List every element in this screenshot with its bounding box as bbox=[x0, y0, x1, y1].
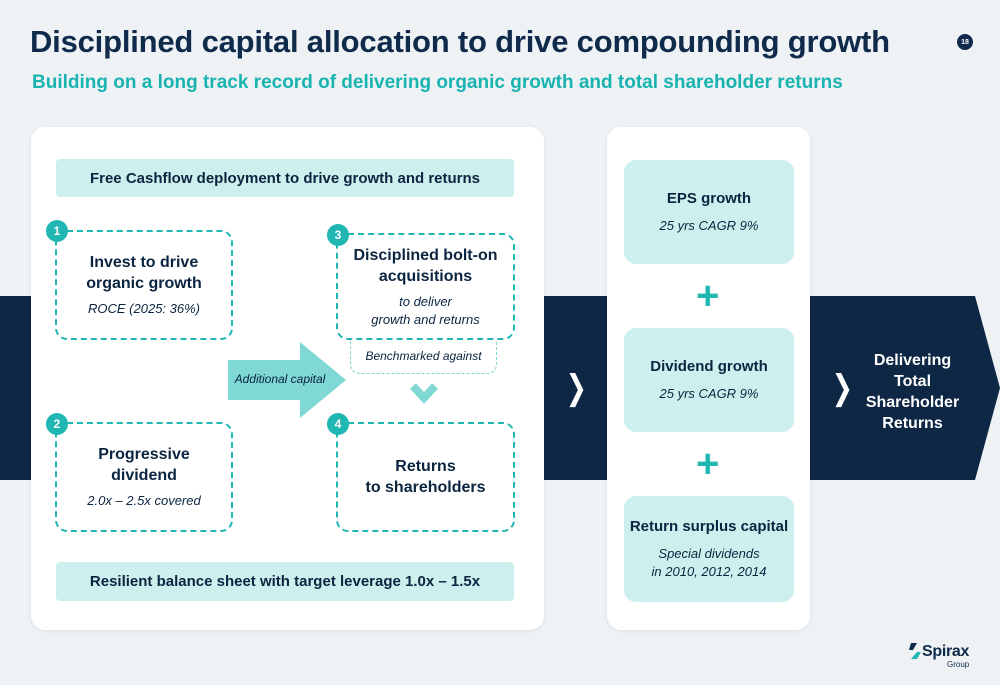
logo-wordmark: Spirax bbox=[922, 643, 970, 660]
step-number-badge: 4 bbox=[327, 413, 349, 435]
step-number-badge: 3 bbox=[327, 224, 349, 246]
return-surplus-capital-card: Return surplus capital Special dividends… bbox=[624, 496, 794, 602]
chevron-right-icon: ❯ bbox=[565, 369, 587, 407]
spirax-mark-icon bbox=[909, 643, 921, 659]
eps-growth-card: EPS growth 25 yrs CAGR 9% bbox=[624, 160, 794, 264]
returns-to-shareholders-box: Returns to shareholders bbox=[336, 422, 515, 532]
dividend-growth-card: Dividend growth 25 yrs CAGR 9% bbox=[624, 328, 794, 432]
band-middle-segment bbox=[540, 296, 612, 480]
spirax-logo: Spirax bbox=[908, 643, 969, 660]
page-title: Disciplined capital allocation to drive … bbox=[30, 24, 890, 59]
band-arrow-head bbox=[805, 296, 1000, 480]
chevron-right-icon: ❯ bbox=[831, 369, 853, 407]
plus-icon: + bbox=[696, 274, 720, 318]
progressive-dividend-box: Progressive dividend 2.0x – 2.5x covered bbox=[55, 422, 233, 532]
page-subtitle: Building on a long track record of deliv… bbox=[32, 72, 843, 93]
fcf-deployment-bar: Free Cashflow deployment to drive growth… bbox=[56, 159, 514, 197]
benchmark-bracket: Benchmarked against bbox=[350, 339, 497, 374]
additional-capital-label: Additional capital bbox=[234, 372, 326, 386]
balance-sheet-bar: Resilient balance sheet with target leve… bbox=[56, 562, 514, 601]
chevron-down-icon bbox=[410, 383, 438, 404]
step-number-badge: 2 bbox=[46, 413, 68, 435]
additional-capital-arrow bbox=[228, 342, 346, 418]
plus-icon: + bbox=[696, 442, 720, 486]
step-number-badge: 1 bbox=[46, 220, 68, 242]
invest-organic-growth-box: Invest to drive organic growth ROCE (202… bbox=[55, 230, 233, 340]
bolt-on-acquisitions-box: Disciplined bolt-on acquisitions to deli… bbox=[336, 233, 515, 340]
delivering-tsr-label: Delivering Total Shareholder Returns bbox=[865, 352, 960, 432]
page-number-badge: 18 bbox=[957, 34, 973, 50]
logo-subtext: Group bbox=[947, 660, 970, 669]
